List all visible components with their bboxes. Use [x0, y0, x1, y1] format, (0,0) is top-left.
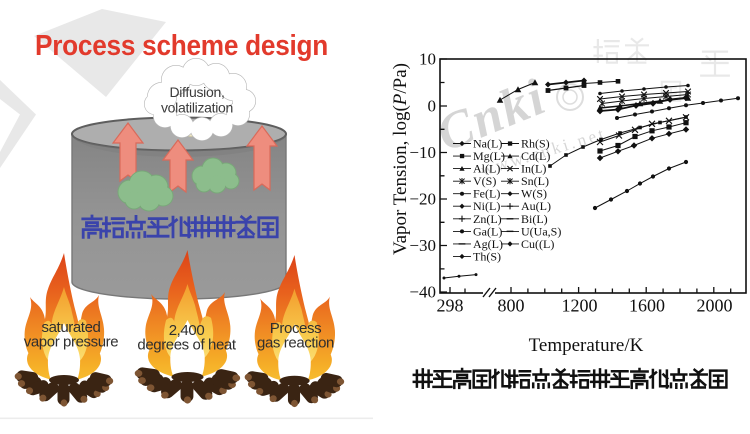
svg-text:U(Ua,S): U(Ua,S) [521, 224, 561, 238]
svg-text:Au(L): Au(L) [521, 199, 551, 213]
svg-text:degrees of heat: degrees of heat [137, 336, 236, 353]
svg-text:298: 298 [437, 296, 464, 316]
svg-text:W(S): W(S) [521, 187, 547, 201]
svg-text:Cu((L): Cu((L) [521, 237, 554, 251]
svg-text:10: 10 [419, 50, 436, 69]
svg-text:gas reaction: gas reaction [257, 334, 334, 351]
svg-text:Fe(L): Fe(L) [473, 187, 500, 201]
svg-text:0: 0 [428, 97, 437, 116]
svg-text:Th(S): Th(S) [473, 249, 501, 263]
svg-text:Ga(L): Ga(L) [473, 224, 502, 238]
svg-text:Vapor Tension, log(P/Pa): Vapor Tension, log(P/Pa) [390, 63, 411, 255]
svg-text:In(L): In(L) [521, 162, 546, 176]
svg-text:volatilization: volatilization [161, 100, 233, 116]
svg-text:1600: 1600 [629, 296, 665, 316]
svg-text:Zn(L): Zn(L) [473, 212, 502, 226]
svg-text:2,400: 2,400 [169, 322, 205, 339]
svg-text:Rh(S): Rh(S) [521, 137, 550, 151]
svg-text:−40: −40 [409, 283, 436, 302]
svg-text:−30: −30 [409, 236, 436, 255]
svg-text:vapor pressure: vapor pressure [24, 333, 119, 350]
svg-text:Cd(L): Cd(L) [521, 149, 550, 163]
svg-text:2000: 2000 [697, 296, 733, 316]
svg-text:Sn(L): Sn(L) [521, 174, 549, 188]
svg-text:saturated: saturated [42, 319, 101, 336]
svg-text:−20: −20 [409, 190, 436, 209]
svg-text:800: 800 [498, 296, 525, 316]
svg-text:Diffusion,: Diffusion, [169, 84, 224, 100]
svg-text:Ni(L): Ni(L) [473, 199, 500, 213]
svg-text:Mg(L): Mg(L) [473, 149, 505, 163]
svg-text:1200: 1200 [562, 296, 598, 316]
svg-text:Ag(L): Ag(L) [473, 237, 503, 251]
svg-text:V(S): V(S) [473, 174, 496, 188]
svg-text:−10: −10 [409, 143, 436, 162]
svg-text:Na(L): Na(L) [473, 137, 502, 151]
svg-text:Temperature/K: Temperature/K [529, 335, 644, 356]
svg-text:Process: Process [270, 320, 321, 337]
svg-text:Al(L): Al(L) [473, 162, 500, 176]
svg-text:Bi(L): Bi(L) [521, 212, 548, 226]
